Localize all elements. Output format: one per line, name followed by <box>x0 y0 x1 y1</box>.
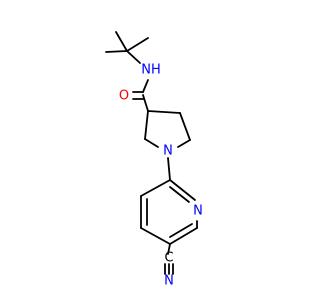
bond-methyl-right <box>126 37 149 52</box>
bond-py-c6-c2-inner <box>169 223 193 238</box>
atom-label-nitrile-nitrogen: N <box>164 274 174 289</box>
atom-label-nitrile-carbon: C <box>164 251 173 266</box>
bond-n1-pyridine <box>167 157 171 181</box>
bond-py-c6-c2 <box>169 227 198 245</box>
bond-py-c5-c6 <box>140 227 171 245</box>
atom-label-pyridine-nitrogen: N <box>193 204 203 219</box>
atom-label-nh: NH <box>141 63 161 78</box>
bond-ring-nitrile-carbon <box>167 243 171 255</box>
tert-butyl-group <box>105 31 149 64</box>
bond-methyl-top <box>115 31 128 52</box>
bond-py-n-c3 <box>169 179 196 201</box>
bond-n1-c2 <box>144 138 159 148</box>
amide-group <box>132 79 149 112</box>
atom-label-oxygen: O <box>119 89 129 104</box>
bond-py-c3-c4 <box>140 179 171 197</box>
pyrrolidine-ring <box>144 110 191 148</box>
bond-c3-c4 <box>147 110 181 114</box>
bond-py-n-c3-inner <box>169 186 190 203</box>
pyridine-ring <box>140 179 198 245</box>
bond-methyl-left <box>105 50 128 53</box>
bond-c5-n1 <box>177 139 191 148</box>
bond-tbu-nh <box>126 50 141 64</box>
bond-carbonyl-ring <box>142 94 149 112</box>
bond-c2-c3 <box>144 110 149 140</box>
molecule-structure-diagram: NH O N N C N <box>105 31 203 289</box>
nitrile-group <box>164 243 174 275</box>
bond-c4-c5 <box>179 112 191 141</box>
atom-label-pyrrolidine-nitrogen: N <box>163 144 173 159</box>
bond-nh-carbonyl <box>142 79 149 93</box>
